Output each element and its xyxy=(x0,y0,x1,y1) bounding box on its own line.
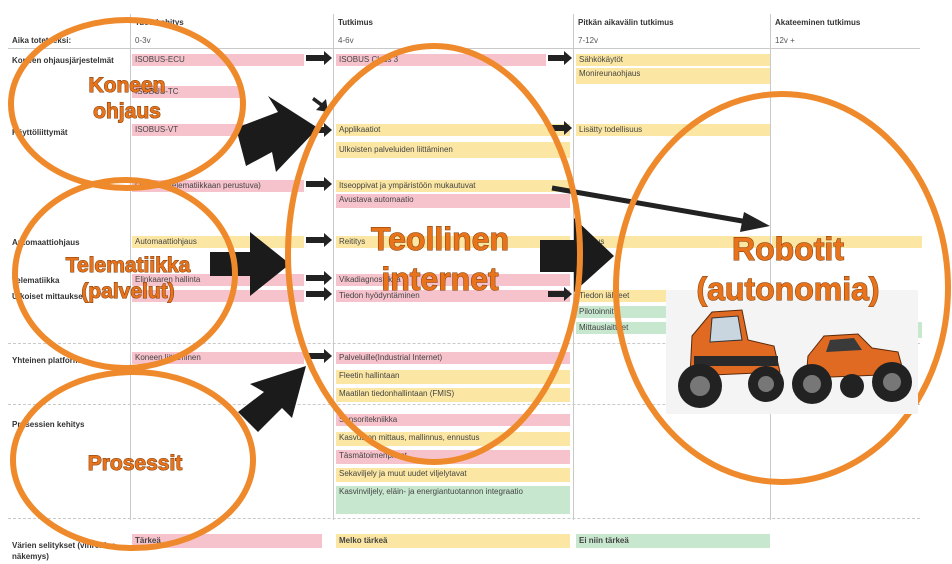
table-cell: Monireunaohjaus xyxy=(576,68,770,84)
label-koneen: Koneen xyxy=(88,74,165,97)
table-cell: Sähkökäytöt xyxy=(576,54,770,66)
arrow-icon xyxy=(548,51,572,65)
legend-fairly-important: Melko tärkeä xyxy=(336,534,570,548)
table-cell: Lisätty todellisuus xyxy=(576,124,770,136)
table-cell: ISOBUS-ECU xyxy=(132,54,304,66)
row-label: Ulkoiset mittaukset xyxy=(12,292,86,301)
row-label: Värien selitykset (vihreiden näkemys) xyxy=(12,541,116,561)
table-cell: Ulkoisten palveluiden liittäminen xyxy=(336,142,570,158)
column-divider xyxy=(130,14,131,520)
tractor-icon xyxy=(678,309,784,408)
arrow-icon xyxy=(312,97,328,112)
arrow-icon xyxy=(238,366,306,432)
table-cell: Kasvinviljely, eläin- ja energiantuotann… xyxy=(336,486,570,514)
column-title-pitkan: Pitkän aikavälin tutkimus xyxy=(578,18,674,27)
ellipses xyxy=(8,17,951,551)
column-range: 0-3v xyxy=(135,36,151,45)
table-cell: Maatilan tiedonhallintaan (FMIS) xyxy=(336,388,570,402)
table-cell: Avustava automaatio xyxy=(336,194,570,208)
row-label: Telematiikka xyxy=(12,276,60,285)
label-telematiikka: Telematiikka xyxy=(66,254,191,277)
row-label: Koneen ohjausjärjestelmät xyxy=(12,56,114,65)
table-cell: ISOBUS-TC xyxy=(132,86,242,98)
robot-tractor-image xyxy=(666,290,918,414)
row-label: Automaattiohjaus xyxy=(12,238,80,247)
ellipse-koneen-ohjaus xyxy=(8,17,246,191)
row-divider xyxy=(8,404,920,405)
table-cell: Kasvuston mittaus, mallinnus, ennustus xyxy=(336,432,570,446)
label-ohjaus: ohjaus xyxy=(93,100,161,123)
ellipse-teollinen-internet xyxy=(285,43,583,465)
label-prosessit: Prosessit xyxy=(88,452,183,475)
arrow-icon xyxy=(306,51,332,65)
tractor-icon xyxy=(792,333,912,404)
time-label: Aika toteteeksi: xyxy=(12,36,72,45)
arrow-icon xyxy=(236,96,318,172)
table-cell: Vikadiagnostiikka xyxy=(336,274,570,286)
arrow-icon xyxy=(306,177,332,191)
arrow-icon xyxy=(548,121,572,135)
ellipse-telematiikka xyxy=(12,177,238,371)
small-arrows xyxy=(306,51,572,363)
label-internet: internet xyxy=(381,261,499,297)
arrow-icon xyxy=(306,271,332,285)
table-cell xyxy=(132,290,304,302)
label-palvelut: (palvelut) xyxy=(81,280,174,303)
row-divider xyxy=(8,518,920,519)
column-range: 12v + xyxy=(775,36,795,45)
row-label: Yhteinen platform xyxy=(12,356,81,365)
column-title-akateeminen: Akateeminen tutkimus xyxy=(775,18,861,27)
label-autonomia: (autonomia) xyxy=(696,271,879,307)
row-divider xyxy=(8,343,920,344)
table-cell: Itseoppivat ja ympäristöön mukautuvat xyxy=(336,180,570,192)
table-cell: Palveluille(Industrial Internet) xyxy=(336,352,570,364)
label-robotit: Robotit xyxy=(732,231,844,267)
ellipse-prosessit xyxy=(10,369,256,551)
label-teollinen: Teollinen xyxy=(371,221,509,257)
column-divider xyxy=(333,14,334,520)
column-range: 7-12v xyxy=(578,36,599,45)
column-range: 4-6v xyxy=(338,36,354,45)
long-arrow-line xyxy=(551,185,749,225)
arrow-icon xyxy=(306,287,332,301)
table-cell: Sensoritekniikka xyxy=(336,414,570,426)
row-label: Prosessien kehitys xyxy=(12,420,85,429)
table-cell: Sekaviljely ja muut uudet viljelytavat xyxy=(336,468,570,482)
table-cell: Applikaatiot xyxy=(336,124,570,136)
legend-less-important: Ei niin tärkeä xyxy=(576,534,770,548)
table-cell: Fleetin hallintaan xyxy=(336,370,570,384)
arrow-icon xyxy=(548,287,572,301)
arrow-icon xyxy=(306,233,332,247)
table-cell: Reititys xyxy=(336,236,570,248)
arrow-icon xyxy=(306,349,332,363)
column-divider xyxy=(770,14,771,520)
table-cell xyxy=(772,236,922,248)
ellipse-robotit xyxy=(613,91,951,485)
row-label: Käyttöliittymät xyxy=(12,128,68,137)
table-cell: Tiedon hyödyntäminen xyxy=(336,290,570,302)
arrow-icon xyxy=(740,212,770,232)
column-title-tutkimus: Tutkimus xyxy=(338,18,373,27)
legend-important: Tärkeä xyxy=(132,534,322,548)
arrow-icon xyxy=(210,232,290,296)
